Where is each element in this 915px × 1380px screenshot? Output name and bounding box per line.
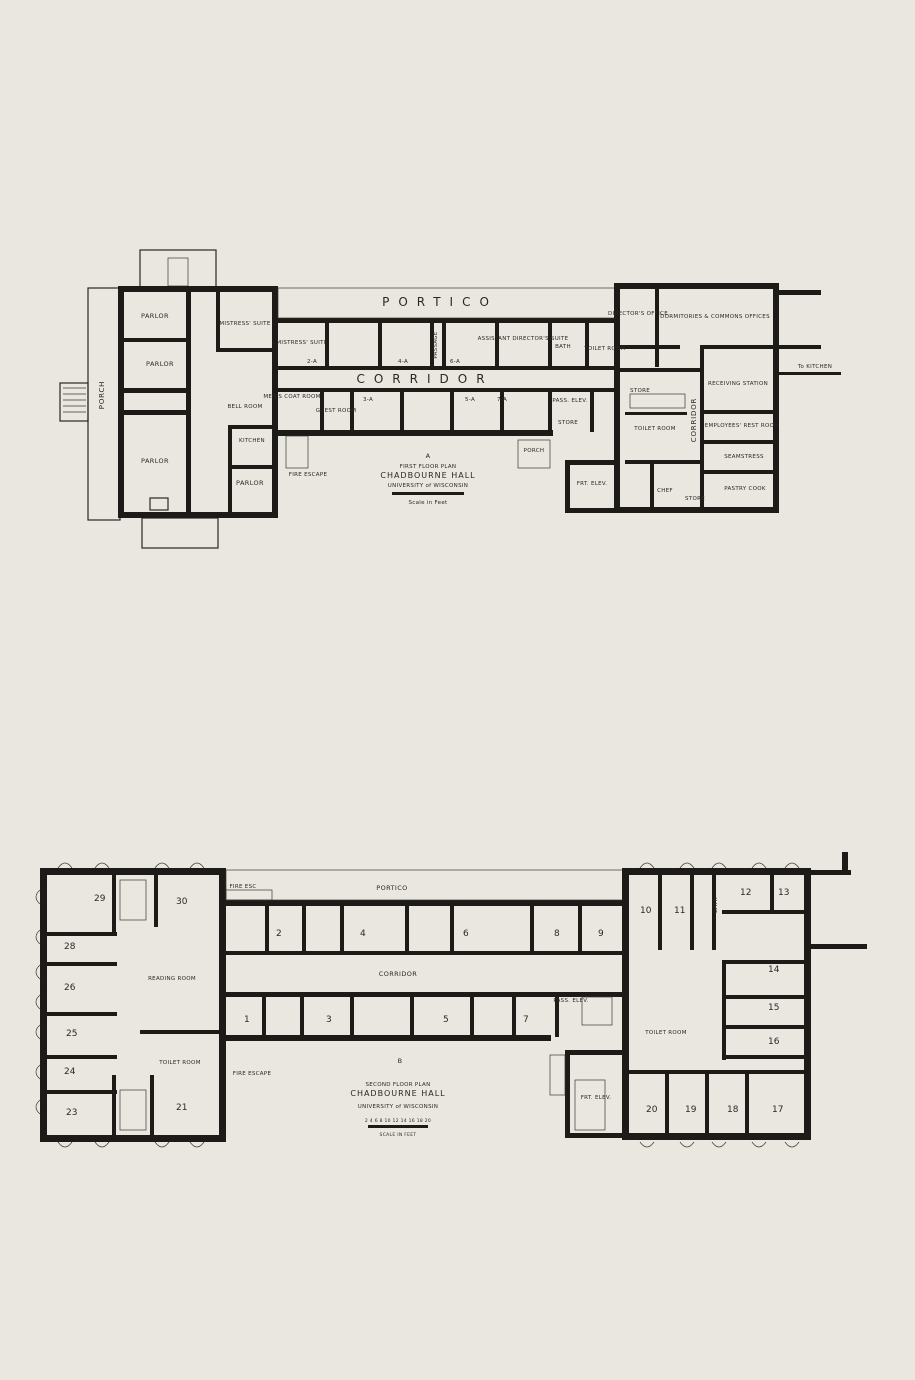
room-17: 17 xyxy=(772,1105,783,1115)
room-2: 2 xyxy=(276,929,282,939)
label-pastry-cook: PASTRY COOK xyxy=(724,486,766,492)
second-floor-plan: FIRE ESC PORTICO CORRIDOR READING ROOM T… xyxy=(35,852,867,1148)
label-corridor-v: CORRIDOR xyxy=(690,398,698,442)
room-8: 8 xyxy=(554,929,560,939)
label-corridor-b: CORRIDOR xyxy=(379,970,418,978)
label-pass-elev: PASS. ELEV. xyxy=(552,398,587,404)
room-13: 13 xyxy=(778,888,789,898)
label-toilet-room-b: TOILET ROOM xyxy=(158,1060,200,1066)
label-toilet-room: TOILET ROOM xyxy=(583,346,625,352)
room-5: 5 xyxy=(443,1015,449,1025)
label-portico: PORTICO xyxy=(382,295,498,309)
room-7: 7 xyxy=(523,1015,529,1025)
plan-b-building: CHADBOURNE HALL xyxy=(350,1089,445,1098)
south-entry xyxy=(141,517,219,549)
first-floor-plan: PORCH PORTICO CORRIDOR CORRIDOR PARLOR P… xyxy=(59,249,841,549)
label-pass-elev-b: PASS. ELEV. xyxy=(553,998,588,1004)
fire-escape-a xyxy=(285,435,309,469)
label-porch-small: PORCH xyxy=(524,448,545,454)
north-entry xyxy=(139,249,217,289)
label-2a: 2-A xyxy=(307,359,317,365)
label-porch: PORCH xyxy=(98,381,106,409)
room-20: 20 xyxy=(646,1105,658,1115)
label-7a: 7-A xyxy=(497,397,507,403)
room-28: 28 xyxy=(64,942,76,952)
label-bath: BATH xyxy=(555,344,571,350)
portico-b-outline xyxy=(225,869,627,901)
room-4: 4 xyxy=(360,929,366,939)
label-corridor: CORRIDOR xyxy=(356,372,493,386)
label-store-1: STORE xyxy=(558,420,578,426)
room-9: 9 xyxy=(598,929,604,939)
label-mistress-suite: MISTRESS' SUITE xyxy=(219,321,270,327)
plan-b-title: SECOND FLOOR PLAN xyxy=(366,1082,431,1088)
label-store-2: STORE xyxy=(630,388,650,394)
room-15: 15 xyxy=(768,1003,779,1013)
room-29: 29 xyxy=(94,894,106,904)
label-fire-esc: FIRE ESC xyxy=(229,884,256,890)
label-toilet-room-b2: TOILET ROOM xyxy=(644,1030,686,1036)
room-18: 18 xyxy=(727,1105,739,1115)
label-seamstress: SEAMSTRESS xyxy=(724,454,764,460)
label-parlor-3: PARLOR xyxy=(141,457,169,465)
label-guest-room: GUEST ROOM xyxy=(316,408,357,414)
label-frt-elev-b: FRT. ELEV. xyxy=(581,1095,612,1101)
label-frt-elev: FRT. ELEV. xyxy=(577,481,608,487)
label-4a: 4-A xyxy=(398,359,408,365)
room-26: 26 xyxy=(64,983,76,993)
room-1: 1 xyxy=(244,1015,250,1025)
plan-b-scale: SCALE IN FEET xyxy=(380,1132,417,1138)
label-portico-b: PORTICO xyxy=(376,884,407,892)
plan-a-letter: A xyxy=(426,452,431,460)
label-fire-escape-b: FIRE ESCAPE xyxy=(233,1071,272,1077)
label-dorm-offices: DORMITORIES & COMMONS OFFICES xyxy=(660,314,770,320)
plan-a-university: UNIVERSITY of WISCONSIN xyxy=(388,483,468,489)
label-reading-room: READING ROOM xyxy=(148,976,196,982)
label-parlor-2: PARLOR xyxy=(146,360,174,368)
label-mens-coat: MEN'S COAT ROOM xyxy=(263,394,320,400)
plan-b-scale-bar xyxy=(368,1125,428,1128)
room-12: 12 xyxy=(740,888,751,898)
plan-b-letter: B xyxy=(398,1057,403,1065)
room-10: 10 xyxy=(640,906,652,916)
label-directors-office: DIRECTOR'S OFFICE xyxy=(608,311,668,317)
label-kitchen: KITCHEN xyxy=(239,438,265,444)
room-24: 24 xyxy=(64,1067,76,1077)
room-14: 14 xyxy=(768,965,780,975)
porch-steps xyxy=(59,382,89,422)
label-bath-b: BATH xyxy=(713,897,719,913)
label-5a: 5-A xyxy=(465,397,475,403)
label-fire-escape-a: FIRE ESCAPE xyxy=(289,472,328,478)
label-6a: 6-A xyxy=(450,359,460,365)
room-11: 11 xyxy=(674,906,685,916)
room-19: 19 xyxy=(685,1105,697,1115)
label-3a: 3-A xyxy=(363,397,373,403)
room-21: 21 xyxy=(176,1103,187,1113)
label-parlor-1: PARLOR xyxy=(141,312,169,320)
label-mistress-suite-2: MISTRESS' SUITE xyxy=(276,340,327,346)
room-16: 16 xyxy=(768,1037,780,1047)
room-3: 3 xyxy=(326,1015,332,1025)
label-to-kitchen: To KITCHEN xyxy=(797,364,832,370)
plan-a-scale-bar xyxy=(392,492,464,495)
label-passage: PASSAGE xyxy=(433,331,439,359)
room-6: 6 xyxy=(463,929,469,939)
label-store-3: STORE xyxy=(685,496,705,502)
plan-a-title: FIRST FLOOR PLAN xyxy=(400,464,457,470)
plan-a-scale: Scale in Feet xyxy=(409,500,449,506)
label-toilet-room-2: TOILET ROOM xyxy=(633,426,675,432)
label-employees: EMPLOYEES' REST ROOM xyxy=(705,423,780,429)
room-30: 30 xyxy=(176,897,188,907)
room-23: 23 xyxy=(66,1108,77,1118)
label-chef: CHEF xyxy=(657,488,673,494)
label-asst-director: ASSISTANT DIRECTOR'S SUITE xyxy=(478,336,569,342)
label-parlor-4: PARLOR xyxy=(236,479,264,487)
label-bell-room: BELL ROOM xyxy=(227,404,262,410)
label-receiving: RECEIVING STATION xyxy=(708,381,768,387)
plan-b-university: UNIVERSITY of WISCONSIN xyxy=(358,1104,438,1110)
plan-a-building: CHADBOURNE HALL xyxy=(380,471,475,480)
plan-b-scale-ticks: 2 4 6 8 10 12 14 16 18 20 xyxy=(365,1118,431,1124)
room-25: 25 xyxy=(66,1029,77,1039)
